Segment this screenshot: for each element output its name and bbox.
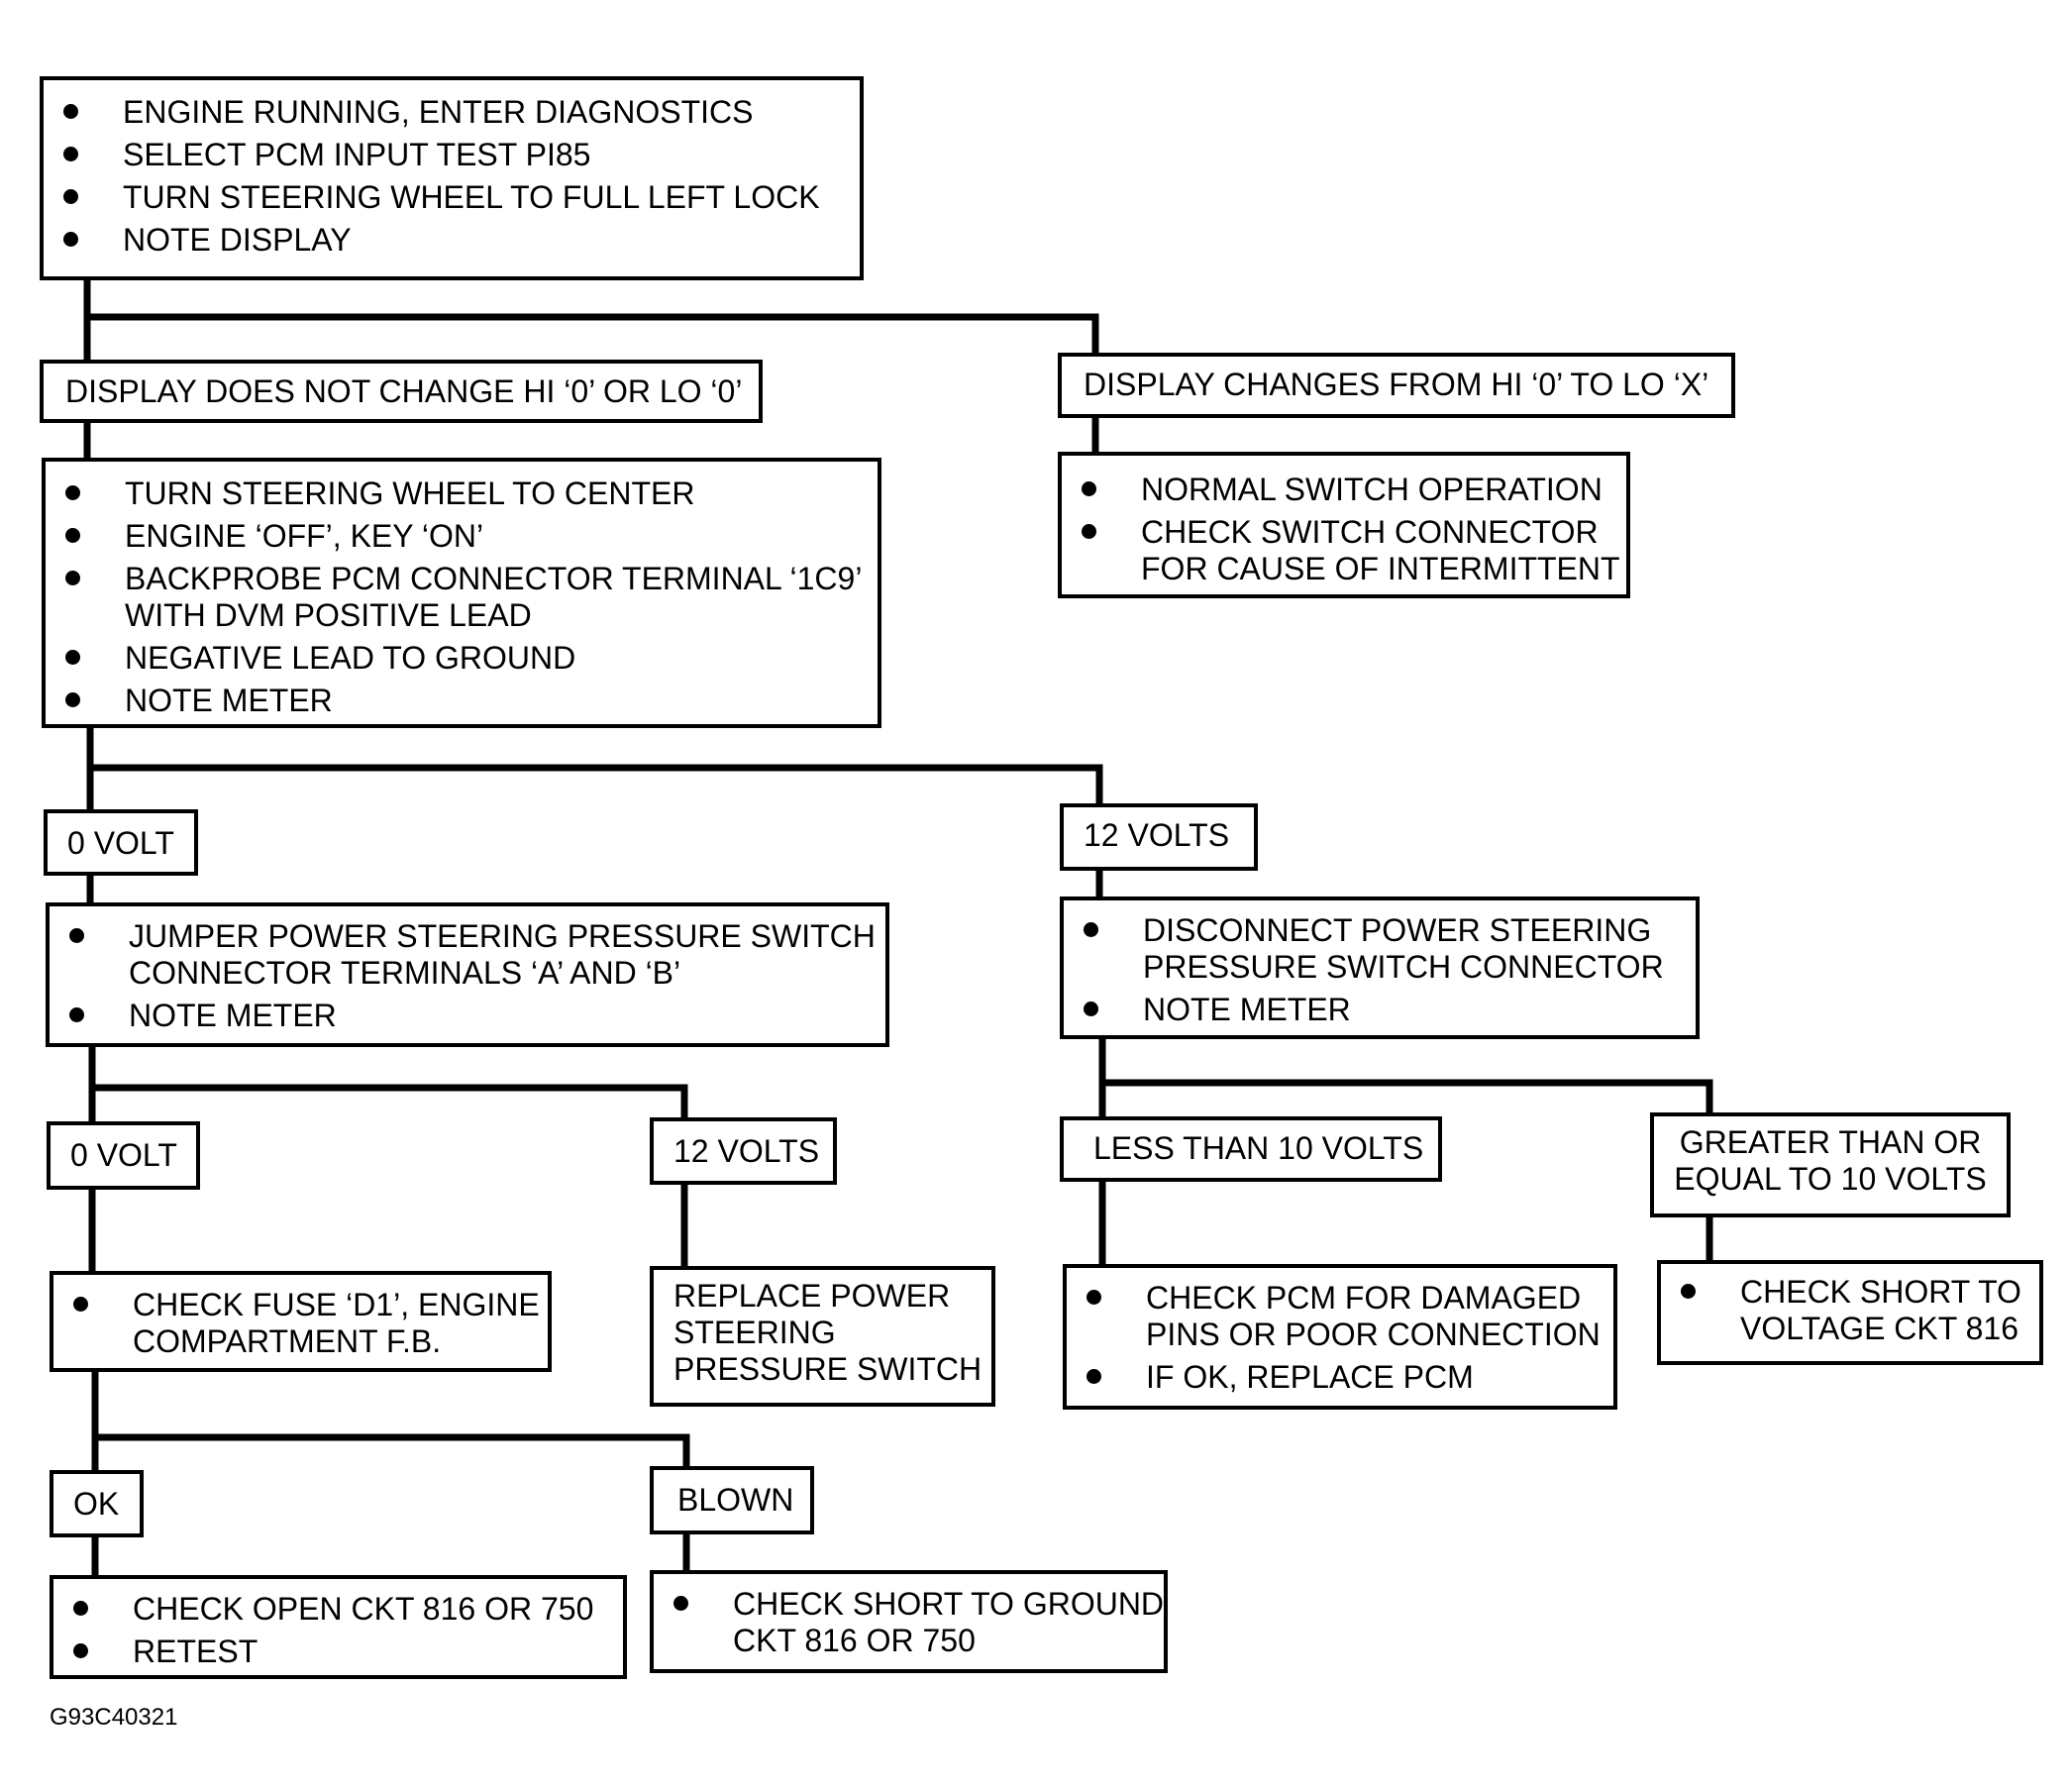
zero-volt-label: 0 VOLT: [70, 1137, 177, 1173]
replace-switch-line: STEERING: [673, 1315, 836, 1350]
list-item: ENGINE ‘OFF’, KEY ‘ON’: [46, 518, 878, 555]
replace-switch-line: PRESSURE SWITCH: [673, 1351, 983, 1387]
twelve-volts-label: 12 VOLTS: [1084, 817, 1230, 853]
replace-switch-line: REPLACE POWER: [673, 1278, 951, 1314]
list-item: CHECK OPEN CKT 816 OR 750: [53, 1591, 623, 1628]
list-item: NOTE METER: [50, 998, 885, 1034]
zero-volt-result-box: 0 VOLT: [44, 809, 198, 876]
ok-result-box: OK: [50, 1470, 144, 1537]
connector-start-split: [83, 276, 1099, 357]
check-open-step-box: CHECK OPEN CKT 816 OR 750 RETEST: [50, 1575, 627, 1679]
list-item: NORMAL SWITCH OPERATION: [1062, 472, 1626, 508]
connector-jumper-split: [88, 1043, 688, 1121]
normal-operation-box: NORMAL SWITCH OPERATION CHECK SWITCH CON…: [1058, 452, 1630, 598]
start-step-box: ENGINE RUNNING, ENTER DIAGNOSTICS SELECT…: [40, 76, 864, 280]
replace-switch-box: REPLACE POWER STEERING PRESSURE SWITCH: [650, 1266, 995, 1407]
list-item: TURN STEERING WHEEL TO CENTER: [46, 475, 878, 512]
blown-label: BLOWN: [677, 1482, 794, 1518]
twelve-volts-label: 12 VOLTS: [673, 1133, 820, 1169]
figure-code: G93C40321: [50, 1704, 178, 1731]
list-item: IF OK, REPLACE PCM: [1067, 1359, 1613, 1396]
start-step-list: ENGINE RUNNING, ENTER DIAGNOSTICS SELECT…: [44, 94, 860, 259]
list-item: ENGINE RUNNING, ENTER DIAGNOSTICS: [44, 94, 860, 131]
twelve-volts-result-box: 12 VOLTS: [650, 1117, 837, 1185]
normal-operation-list: NORMAL SWITCH OPERATION CHECK SWITCH CON…: [1062, 472, 1626, 587]
list-item: NOTE DISPLAY: [44, 222, 860, 259]
list-item: NEGATIVE LEAD TO GROUND: [46, 640, 878, 677]
greater-equal-result-box: GREATER THAN OR EQUAL TO 10 VOLTS: [1650, 1112, 2011, 1217]
no-change-label: DISPLAY DOES NOT CHANGE HI ‘0’ OR LO ‘0’: [65, 373, 743, 409]
center-step-box: TURN STEERING WHEEL TO CENTER ENGINE ‘OF…: [42, 458, 881, 728]
list-item: NOTE METER: [1064, 992, 1696, 1028]
connector-disconnect-split: [1098, 1035, 1713, 1116]
greater-equal-line: GREATER THAN OR: [1679, 1124, 1982, 1160]
connector-center-split: [86, 724, 1103, 807]
no-change-result-box: DISPLAY DOES NOT CHANGE HI ‘0’ OR LO ‘0’: [40, 360, 763, 423]
blown-result-box: BLOWN: [650, 1466, 814, 1534]
less-than-label: LESS THAN 10 VOLTS: [1093, 1130, 1424, 1166]
list-item: TURN STEERING WHEEL TO FULL LEFT LOCK: [44, 179, 860, 216]
ok-label: OK: [73, 1486, 120, 1522]
list-item: SELECT PCM INPUT TEST PI85: [44, 137, 860, 173]
list-item: RETEST: [53, 1634, 623, 1670]
less-than-result-box: LESS THAN 10 VOLTS: [1060, 1116, 1442, 1182]
changes-label: DISPLAY CHANGES FROM HI ‘0’ TO LO ‘X’: [1084, 367, 1709, 402]
greater-equal-line: EQUAL TO 10 VOLTS: [1674, 1161, 1987, 1197]
check-open-list: CHECK OPEN CKT 816 OR 750 RETEST: [53, 1591, 623, 1670]
list-item: NOTE METER: [46, 683, 878, 719]
connector-fuse-split: [91, 1368, 690, 1470]
center-step-list: TURN STEERING WHEEL TO CENTER ENGINE ‘OF…: [46, 475, 878, 719]
twelve-volts-result-box: 12 VOLTS: [1060, 803, 1258, 871]
changes-result-box: DISPLAY CHANGES FROM HI ‘0’ TO LO ‘X’: [1058, 353, 1735, 418]
list-item: BACKPROBE PCM CONNECTOR TERMINAL ‘1C9’WI…: [46, 561, 878, 634]
zero-volt-result-box: 0 VOLT: [47, 1121, 200, 1190]
zero-volt-label: 0 VOLT: [67, 825, 174, 861]
